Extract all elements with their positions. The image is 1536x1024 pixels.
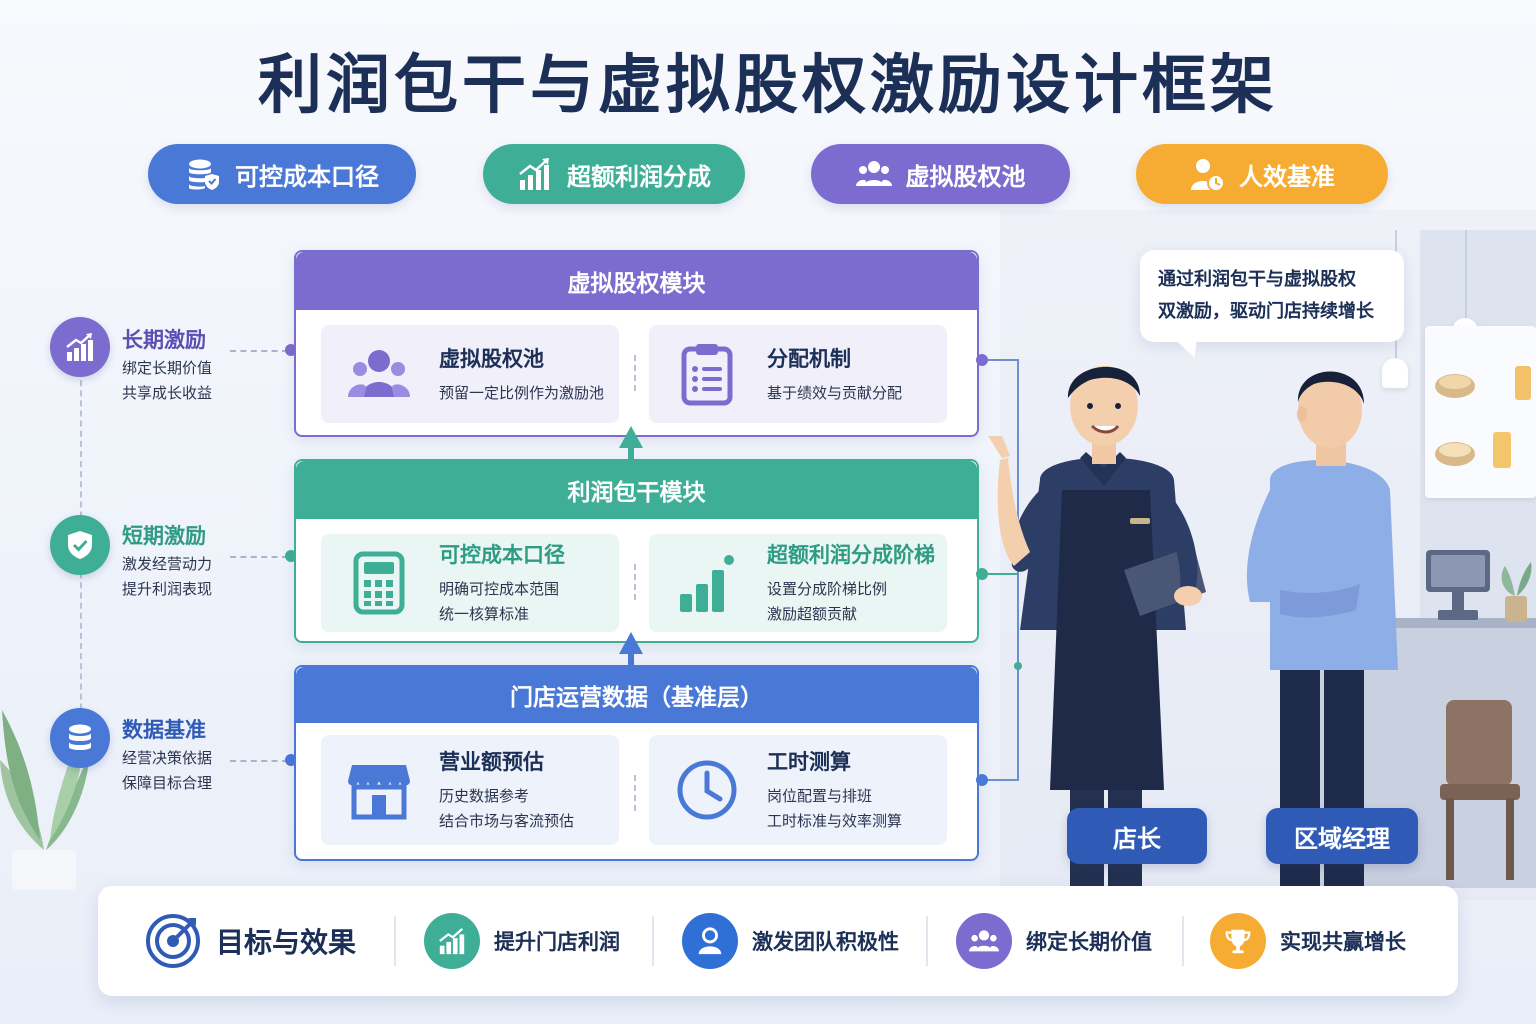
card-revenue-forecast: 营业额预估 历史数据参考 结合市场与客流预估: [321, 735, 619, 845]
pill-virtual-equity-pool: 虚拟股权池: [811, 144, 1070, 204]
card-desc: 明确可控成本范围: [439, 580, 560, 598]
pill-controllable-cost: 可控成本口径: [148, 144, 416, 204]
arrow-up-icon: [619, 632, 643, 654]
pill-label: 人效基准: [1239, 162, 1335, 191]
store-icon: [348, 765, 410, 820]
page-title: 利润包干与虚拟股权激励设计框架: [258, 49, 1278, 123]
card-title: 营业额预估: [439, 750, 544, 774]
card-excess-profit-ladder: 超额利润分成阶梯 设置分成阶梯比例 激励超额贡献: [649, 534, 947, 632]
goal-item: 提升门店利润: [424, 913, 620, 969]
timeline-title: 短期激励: [122, 524, 206, 548]
pill-label: 可控成本口径: [235, 162, 379, 191]
timeline-desc: 激发经营动力 提升利润表现: [122, 555, 213, 598]
pos-terminal-icon: [1426, 550, 1490, 620]
module-title: 利润包干模块: [296, 461, 977, 519]
arrow-up-icon: [619, 426, 643, 448]
store-manager-figure: [988, 366, 1206, 890]
card-desc: 工时标准与效率测算: [767, 812, 903, 830]
pendant-lamp: [1382, 358, 1408, 388]
short-term-icon-circle: [50, 515, 110, 575]
user-group-icon: [348, 350, 410, 397]
growth-chart-icon: [66, 333, 93, 361]
card-title: 虚拟股权池: [439, 346, 544, 371]
pill-efficiency-benchmark: 人效基准: [1136, 144, 1388, 204]
bar-steps-icon: [680, 555, 734, 612]
plant-pot-icon: [1501, 562, 1532, 622]
growth-chart-icon: [439, 927, 465, 955]
module-title: 门店运营数据（基准层）: [296, 667, 977, 723]
clipboard-list-icon: [681, 344, 733, 406]
role-regional-manager: 区域经理: [1266, 808, 1418, 864]
speech-bubble: 通过利润包干与虚拟股权 双激励，驱动门店持续增长: [1140, 250, 1404, 342]
goal-item: 激发团队积极性: [682, 913, 899, 969]
data-benchmark-icon-circle: [50, 708, 110, 768]
person-clock-icon: [1191, 159, 1225, 192]
card-desc: 历史数据参考: [439, 787, 530, 805]
calculator-icon: [353, 551, 405, 615]
card-work-hours: 工时测算 岗位配置与排班 工时标准与效率测算: [649, 735, 947, 845]
card-desc: 基于绩效与贡献分配: [767, 383, 903, 402]
growth-chart-icon: [519, 158, 549, 190]
goals-bar: 目标与效果 提升门店利润 激发团队积极性: [98, 886, 1458, 996]
card-equity-pool: 虚拟股权池 预留一定比例作为激励池: [321, 325, 619, 423]
profit-contract-module: 利润包干模块 可控成本口径 明确可控成本范围 统一核算标准: [294, 459, 979, 643]
shield-check-icon: [68, 531, 92, 559]
timeline-title: 数据基准: [122, 718, 206, 742]
card-allocation: 分配机制 基于绩效与贡献分配: [649, 325, 947, 423]
goals-heading: 目标与效果: [144, 913, 356, 969]
card-title: 超额利润分成阶梯: [767, 543, 935, 567]
users-icon: [855, 161, 892, 186]
card-desc: 结合市场与客流预估: [439, 812, 575, 830]
store-data-module: 门店运营数据（基准层） 营业额预估 历史数据参考 结合市场与客流预估 工时测算 …: [294, 665, 979, 861]
card-desc: 岗位配置与排班: [767, 787, 873, 805]
card-title: 工时测算: [767, 750, 851, 774]
timeline-desc: 经营决策依据 保障目标合理: [122, 749, 213, 792]
timeline-title: 长期激励: [122, 328, 206, 352]
coins-shield-icon: [189, 159, 219, 190]
card-desc: 统一核算标准: [439, 605, 530, 623]
users-icon: [969, 930, 999, 952]
pill-excess-profit: 超额利润分成: [483, 144, 745, 204]
goal-item: 绑定长期价值: [956, 913, 1152, 969]
card-title: 可控成本口径: [439, 543, 565, 567]
virtual-equity-module: 虚拟股权模块 虚拟股权池 预留一定比例作为激励池: [294, 250, 979, 437]
goals-title: 目标与效果: [216, 926, 357, 959]
card-desc: 激励超额贡献: [767, 605, 858, 623]
card-title: 分配机制: [767, 346, 851, 371]
pill-label: 虚拟股权池: [905, 162, 1026, 191]
card-desc: 设置分成阶梯比例: [767, 580, 888, 598]
card-desc: 预留一定比例作为激励池: [439, 383, 605, 402]
card-controllable-cost: 可控成本口径 明确可控成本范围 统一核算标准: [321, 534, 619, 632]
trophy-icon: [1225, 929, 1251, 954]
chair-icon: [1440, 700, 1520, 880]
module-title: 虚拟股权模块: [296, 252, 977, 310]
clock-icon: [677, 760, 737, 820]
timeline-desc: 绑定长期价值 共享成长收益: [122, 359, 213, 402]
target-icon: [146, 914, 200, 968]
long-term-icon-circle: [50, 317, 110, 377]
goal-item: 实现共赢增长: [1210, 913, 1406, 969]
pill-label: 超额利润分成: [567, 162, 711, 191]
database-icon: [69, 724, 91, 750]
menu-board: [1425, 326, 1536, 498]
person-icon: [698, 927, 722, 955]
role-store-manager: 店长: [1067, 808, 1207, 864]
